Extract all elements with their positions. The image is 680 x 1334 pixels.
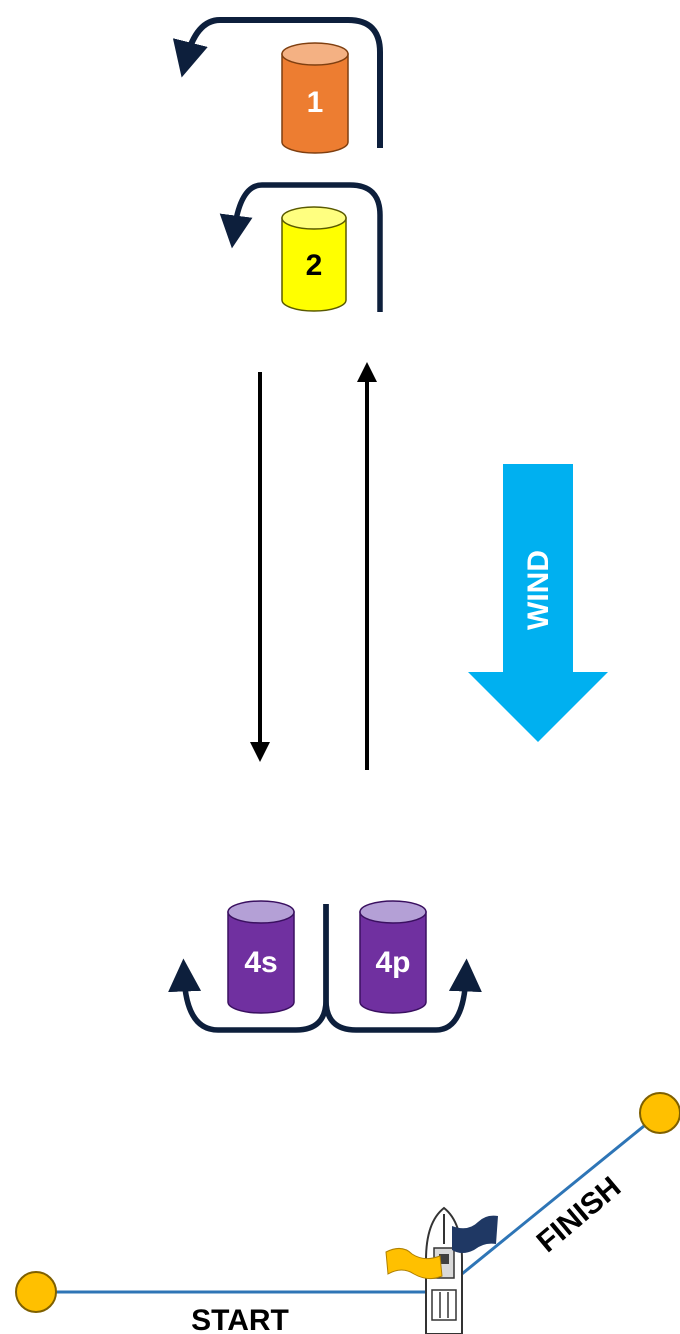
mark-2-rounding-arrow xyxy=(219,182,383,312)
mark-4s-buoy: 4s xyxy=(227,900,295,1014)
start-pin-buoy xyxy=(15,1271,57,1313)
mark-1-label: 1 xyxy=(307,86,324,119)
blue-flag xyxy=(452,1215,498,1253)
mark-4p-buoy: 4p xyxy=(359,900,427,1014)
yellow-flag xyxy=(385,1248,443,1280)
mark-2-buoy: 2 xyxy=(281,206,347,312)
finish-pin-buoy xyxy=(639,1092,680,1134)
mark-1-rounding-arrow xyxy=(172,17,383,148)
finish-line xyxy=(451,1111,661,1284)
mark-4p-label: 4p xyxy=(375,946,410,979)
wind-label: WIND xyxy=(522,550,555,630)
start-label: START xyxy=(191,1304,289,1334)
wind-arrow: WIND xyxy=(468,464,608,742)
mark-4s-label: 4s xyxy=(244,946,277,979)
mark-2-label: 2 xyxy=(306,249,323,282)
gate-4p-rounding-arrow xyxy=(323,904,482,1033)
finish-label: FINISH xyxy=(531,1170,628,1258)
mark-1-buoy: 1 xyxy=(281,42,349,154)
gate-4s-rounding-arrow xyxy=(168,904,329,1033)
